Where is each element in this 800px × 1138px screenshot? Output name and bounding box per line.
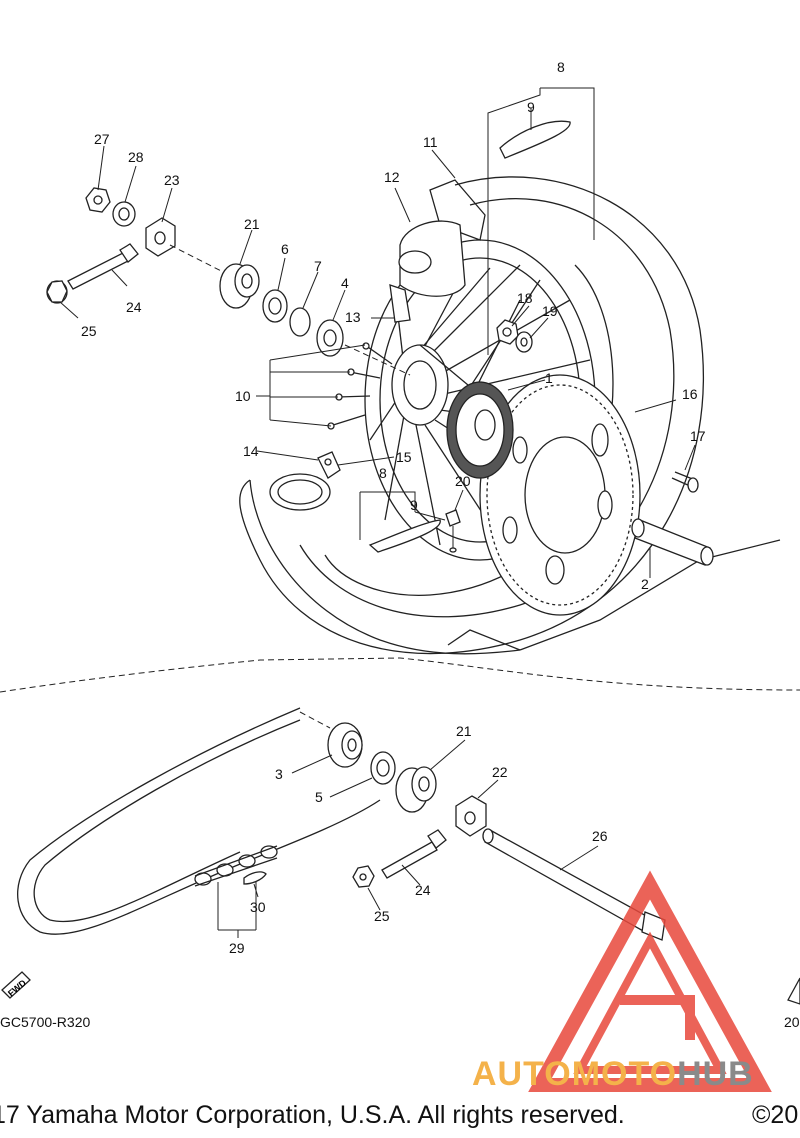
nut-27 — [85, 187, 111, 213]
callout-9-low: 9 — [410, 497, 418, 513]
callout-3: 3 — [275, 766, 283, 782]
axle-collar — [631, 518, 714, 566]
axle-26 — [482, 828, 666, 941]
rim-band-9-low — [368, 519, 441, 553]
callout-11: 11 — [423, 134, 438, 150]
callout-22: 22 — [492, 764, 508, 780]
valve — [445, 509, 461, 553]
rim-lock — [269, 451, 341, 511]
callout-1: 1 — [545, 370, 553, 386]
circlip-7 — [289, 307, 311, 337]
logo-text-grey: HUB — [677, 1055, 754, 1093]
nut-18 — [496, 319, 519, 345]
washer-25-low — [352, 865, 375, 888]
callout-2: 2 — [641, 576, 649, 592]
callout-24-top: 24 — [126, 299, 142, 315]
callout-28: 28 — [128, 149, 144, 165]
callout-20: 20 — [455, 473, 471, 489]
callout-24-low: 24 — [415, 882, 431, 898]
fwd-arrow-right-icon — [787, 977, 800, 1005]
oil-seal-3 — [327, 722, 363, 768]
copyright-text: 17 Yamaha Motor Corporation, U.S.A. All … — [0, 1101, 625, 1129]
callout-6: 6 — [281, 241, 289, 257]
diagram-code-right: 20 — [784, 1014, 800, 1030]
washer-19 — [515, 331, 533, 353]
copyright-year-right: ©20 — [752, 1101, 799, 1129]
spoke-nipples — [327, 342, 393, 430]
callout-29: 29 — [229, 940, 245, 956]
collar-21-top — [219, 263, 260, 309]
circlip-5 — [370, 751, 396, 785]
logo-text-colored: AUTOMOTO — [472, 1055, 678, 1093]
fwd-arrow-icon: FWD — [1, 971, 31, 999]
callout-19: 19 — [542, 303, 558, 319]
oil-seal-4 — [316, 319, 344, 357]
bearing-6 — [262, 289, 288, 323]
callout-4: 4 — [341, 275, 349, 291]
automotohub-logo-text: AUTOMOTOHUB — [472, 1055, 754, 1094]
axle-line-mid — [344, 344, 411, 376]
callout-23: 23 — [164, 172, 180, 188]
washer-25-top — [46, 280, 68, 304]
diagram-code-left: GC5700-R320 — [0, 1014, 91, 1030]
callout-21-low: 21 — [456, 723, 472, 739]
callout-30: 30 — [250, 899, 266, 915]
callout-16: 16 — [682, 386, 698, 402]
sprocket — [479, 374, 641, 616]
callout-18: 18 — [517, 290, 533, 306]
leader-lines — [59, 87, 696, 938]
rim-band-9-top — [499, 120, 571, 159]
callout-21-top: 21 — [244, 216, 260, 232]
automotohub-logo-icon — [528, 870, 772, 1092]
callout-17: 17 — [690, 428, 706, 444]
drive-chain — [17, 707, 381, 935]
callout-25-low: 25 — [374, 908, 390, 924]
wheel-hub — [391, 344, 481, 426]
callout-13: 13 — [345, 309, 361, 325]
axle-line-low — [299, 711, 331, 729]
sprocket-bolt — [671, 471, 699, 493]
callout-27: 27 — [94, 131, 110, 147]
callout-9-top: 9 — [527, 99, 535, 115]
callout-7: 7 — [314, 258, 322, 274]
chain-puller-22 — [455, 795, 487, 837]
chain-joint-29 — [194, 845, 278, 887]
chain-clip-30 — [243, 871, 267, 885]
bolt-24-top — [67, 243, 139, 290]
rim-band — [389, 179, 486, 323]
callout-5: 5 — [315, 789, 323, 805]
callout-8-top: 8 — [557, 59, 565, 75]
callout-8-low: 8 — [379, 465, 387, 481]
callout-10: 10 — [235, 388, 251, 404]
copyright-footer: 17 Yamaha Motor Corporation, U.S.A. All … — [0, 1100, 800, 1130]
chain-puller-23 — [145, 217, 176, 257]
collar-21-low — [395, 766, 437, 813]
callout-26: 26 — [592, 828, 608, 844]
callout-14: 14 — [243, 443, 259, 459]
washer-28 — [112, 201, 136, 227]
bolt-24-low — [381, 829, 447, 879]
callout-15: 15 — [396, 449, 412, 465]
section-divider — [0, 657, 800, 693]
callout-12: 12 — [384, 169, 400, 185]
callout-25-top: 25 — [81, 323, 97, 339]
hub-flange — [446, 381, 514, 479]
